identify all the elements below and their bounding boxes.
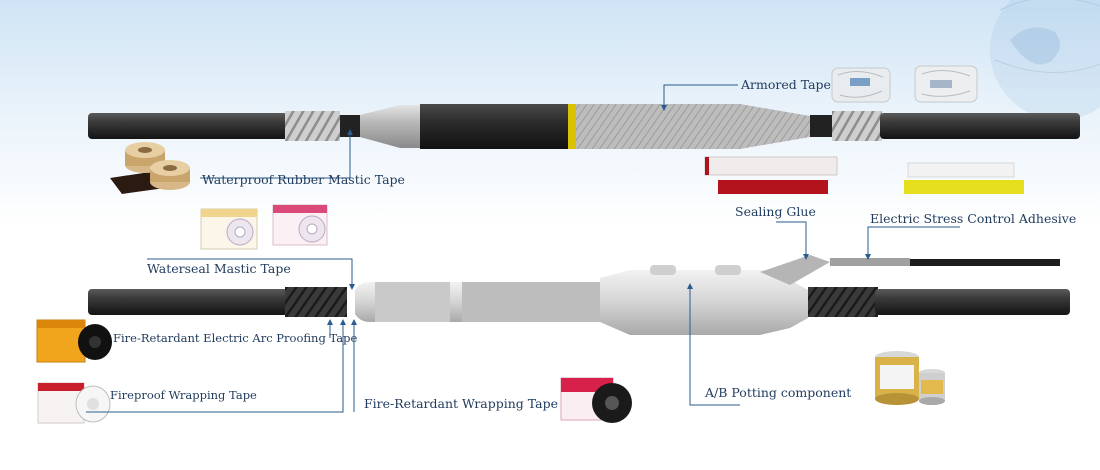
leader-waterseal [147, 258, 355, 290]
waterproof-mastic-tape-product [110, 142, 190, 194]
fireproof-wrapping-tape-product [37, 382, 111, 424]
leader-waterproof-mastic [200, 129, 353, 179]
bottom-cable-right [875, 289, 1070, 315]
label-electric-stress-control-adhesive: Electric Stress Control Adhesive [870, 211, 1077, 226]
top-cable-left [88, 113, 288, 139]
leader-sealing-glue [776, 221, 809, 260]
arc-proofing-tape-product [36, 319, 112, 363]
globe-icon [990, 0, 1100, 120]
leader-lines [86, 84, 960, 413]
bottom-cable-assembly [88, 255, 1070, 335]
label-fire-retardant-wrapping-tape: Fire-Retardant Wrapping Tape [364, 396, 558, 411]
leader-stress-control [865, 226, 960, 260]
top-cable-assembly [88, 104, 1080, 149]
leader-armored-tape [661, 84, 738, 111]
top-spiral-left [285, 111, 340, 141]
bottom-sleeve-band-2 [462, 282, 602, 322]
top-cable-right [880, 113, 1080, 139]
bottom-cable-left [88, 289, 288, 315]
label-ab-potting-component: A/B Potting component [705, 385, 852, 400]
top-dark-body [420, 104, 568, 149]
label-armored-tape: Armored Tape [741, 77, 831, 92]
bottom-lead-grey [830, 258, 910, 266]
armored-tape-packet-1 [831, 67, 891, 103]
sealing-glue-product [704, 156, 838, 194]
bottom-potting-body [600, 270, 808, 335]
waterseal-mastic-tape-product [200, 204, 328, 250]
bottom-lead-black [910, 259, 1060, 266]
potting-component-product [875, 351, 945, 405]
stress-control-adhesive-product [904, 162, 1024, 194]
top-black-band-left [340, 115, 360, 137]
fire-retardant-wrapping-tape-product [560, 377, 632, 423]
bottom-spiral-right [808, 287, 878, 317]
top-mesh-body [576, 104, 740, 149]
bottom-potting-arm [760, 255, 830, 285]
bottom-boss-2 [715, 265, 741, 275]
leader-fireproof [86, 319, 346, 413]
armored-tape-packet-2 [914, 65, 978, 103]
label-waterseal-mastic-tape: Waterseal Mastic Tape [147, 261, 291, 276]
top-spiral-right [832, 111, 882, 141]
top-mesh-cone-right [740, 104, 810, 149]
top-grey-cone-left [360, 105, 420, 148]
bottom-boss-1 [650, 265, 676, 275]
label-sealing-glue: Sealing Glue [735, 204, 816, 219]
label-fire-retardant-arc-proofing-tape: Fire-Retardant Electric Arc Proofing Tap… [113, 331, 358, 345]
top-black-band-right [810, 115, 832, 137]
label-fireproof-wrapping-tape: Fireproof Wrapping Tape [110, 388, 257, 402]
top-yellow-band [568, 104, 576, 149]
bottom-spiral-left [285, 287, 347, 317]
label-waterproof-rubber-mastic-tape: Waterproof Rubber Mastic Tape [202, 172, 405, 187]
bottom-sleeve-band-1 [375, 282, 450, 322]
leader-potting [687, 283, 740, 406]
